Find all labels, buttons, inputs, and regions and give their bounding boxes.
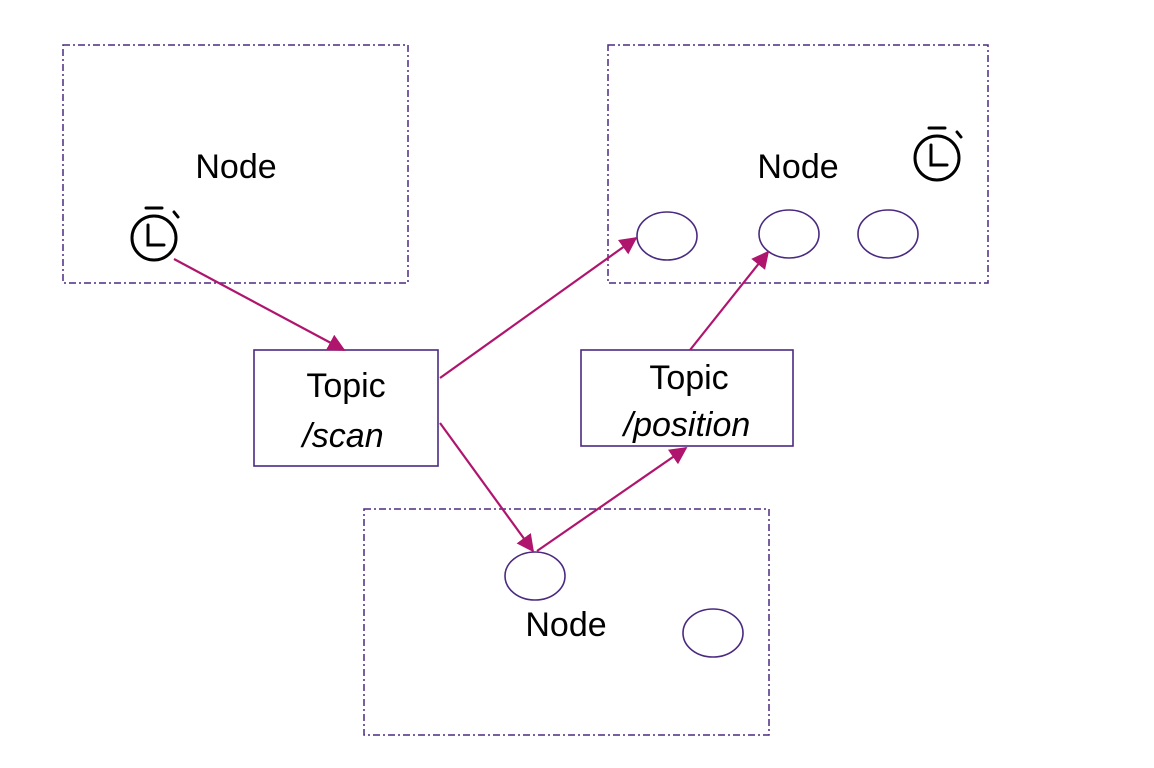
subscriber-port-position: [758, 209, 820, 259]
edge-topic-scan-to-bottom: [439, 422, 535, 553]
topic-position: Topic /position: [580, 349, 794, 447]
topic-scan: Topic /scan: [253, 349, 439, 467]
topic-scan-label: Topic: [306, 367, 385, 405]
node-top-left-frame: [62, 44, 409, 284]
topic-position-name: /position: [622, 406, 751, 444]
node-top-right-frame: [607, 44, 989, 284]
node-top-left-label: Node: [195, 148, 276, 186]
edge-bottom-to-topic-position: [536, 446, 688, 552]
topic-position-label: Topic: [649, 359, 728, 397]
port-top-right-extra: [857, 209, 919, 259]
port-bottom-extra: [682, 608, 744, 658]
node-bottom: Node: [363, 508, 770, 736]
topic-position-frame: [580, 349, 794, 447]
edge-timer-to-topic-scan: [173, 258, 346, 351]
node-top-right: Node: [607, 44, 989, 284]
node-top-left: Node: [62, 44, 409, 284]
topic-scan-name: /scan: [300, 417, 383, 455]
edge-topic-position-to-top-right: [689, 250, 770, 351]
timer-icon: [130, 206, 180, 262]
topic-scan-frame: [253, 349, 439, 467]
node-bottom-label: Node: [525, 606, 606, 644]
node-top-right-label: Node: [757, 148, 838, 186]
edge-topic-scan-to-top-right: [439, 236, 638, 379]
timer-icon: [913, 126, 963, 182]
subscriber-port-bottom: [504, 551, 566, 601]
subscriber-port-scan: [636, 211, 698, 261]
